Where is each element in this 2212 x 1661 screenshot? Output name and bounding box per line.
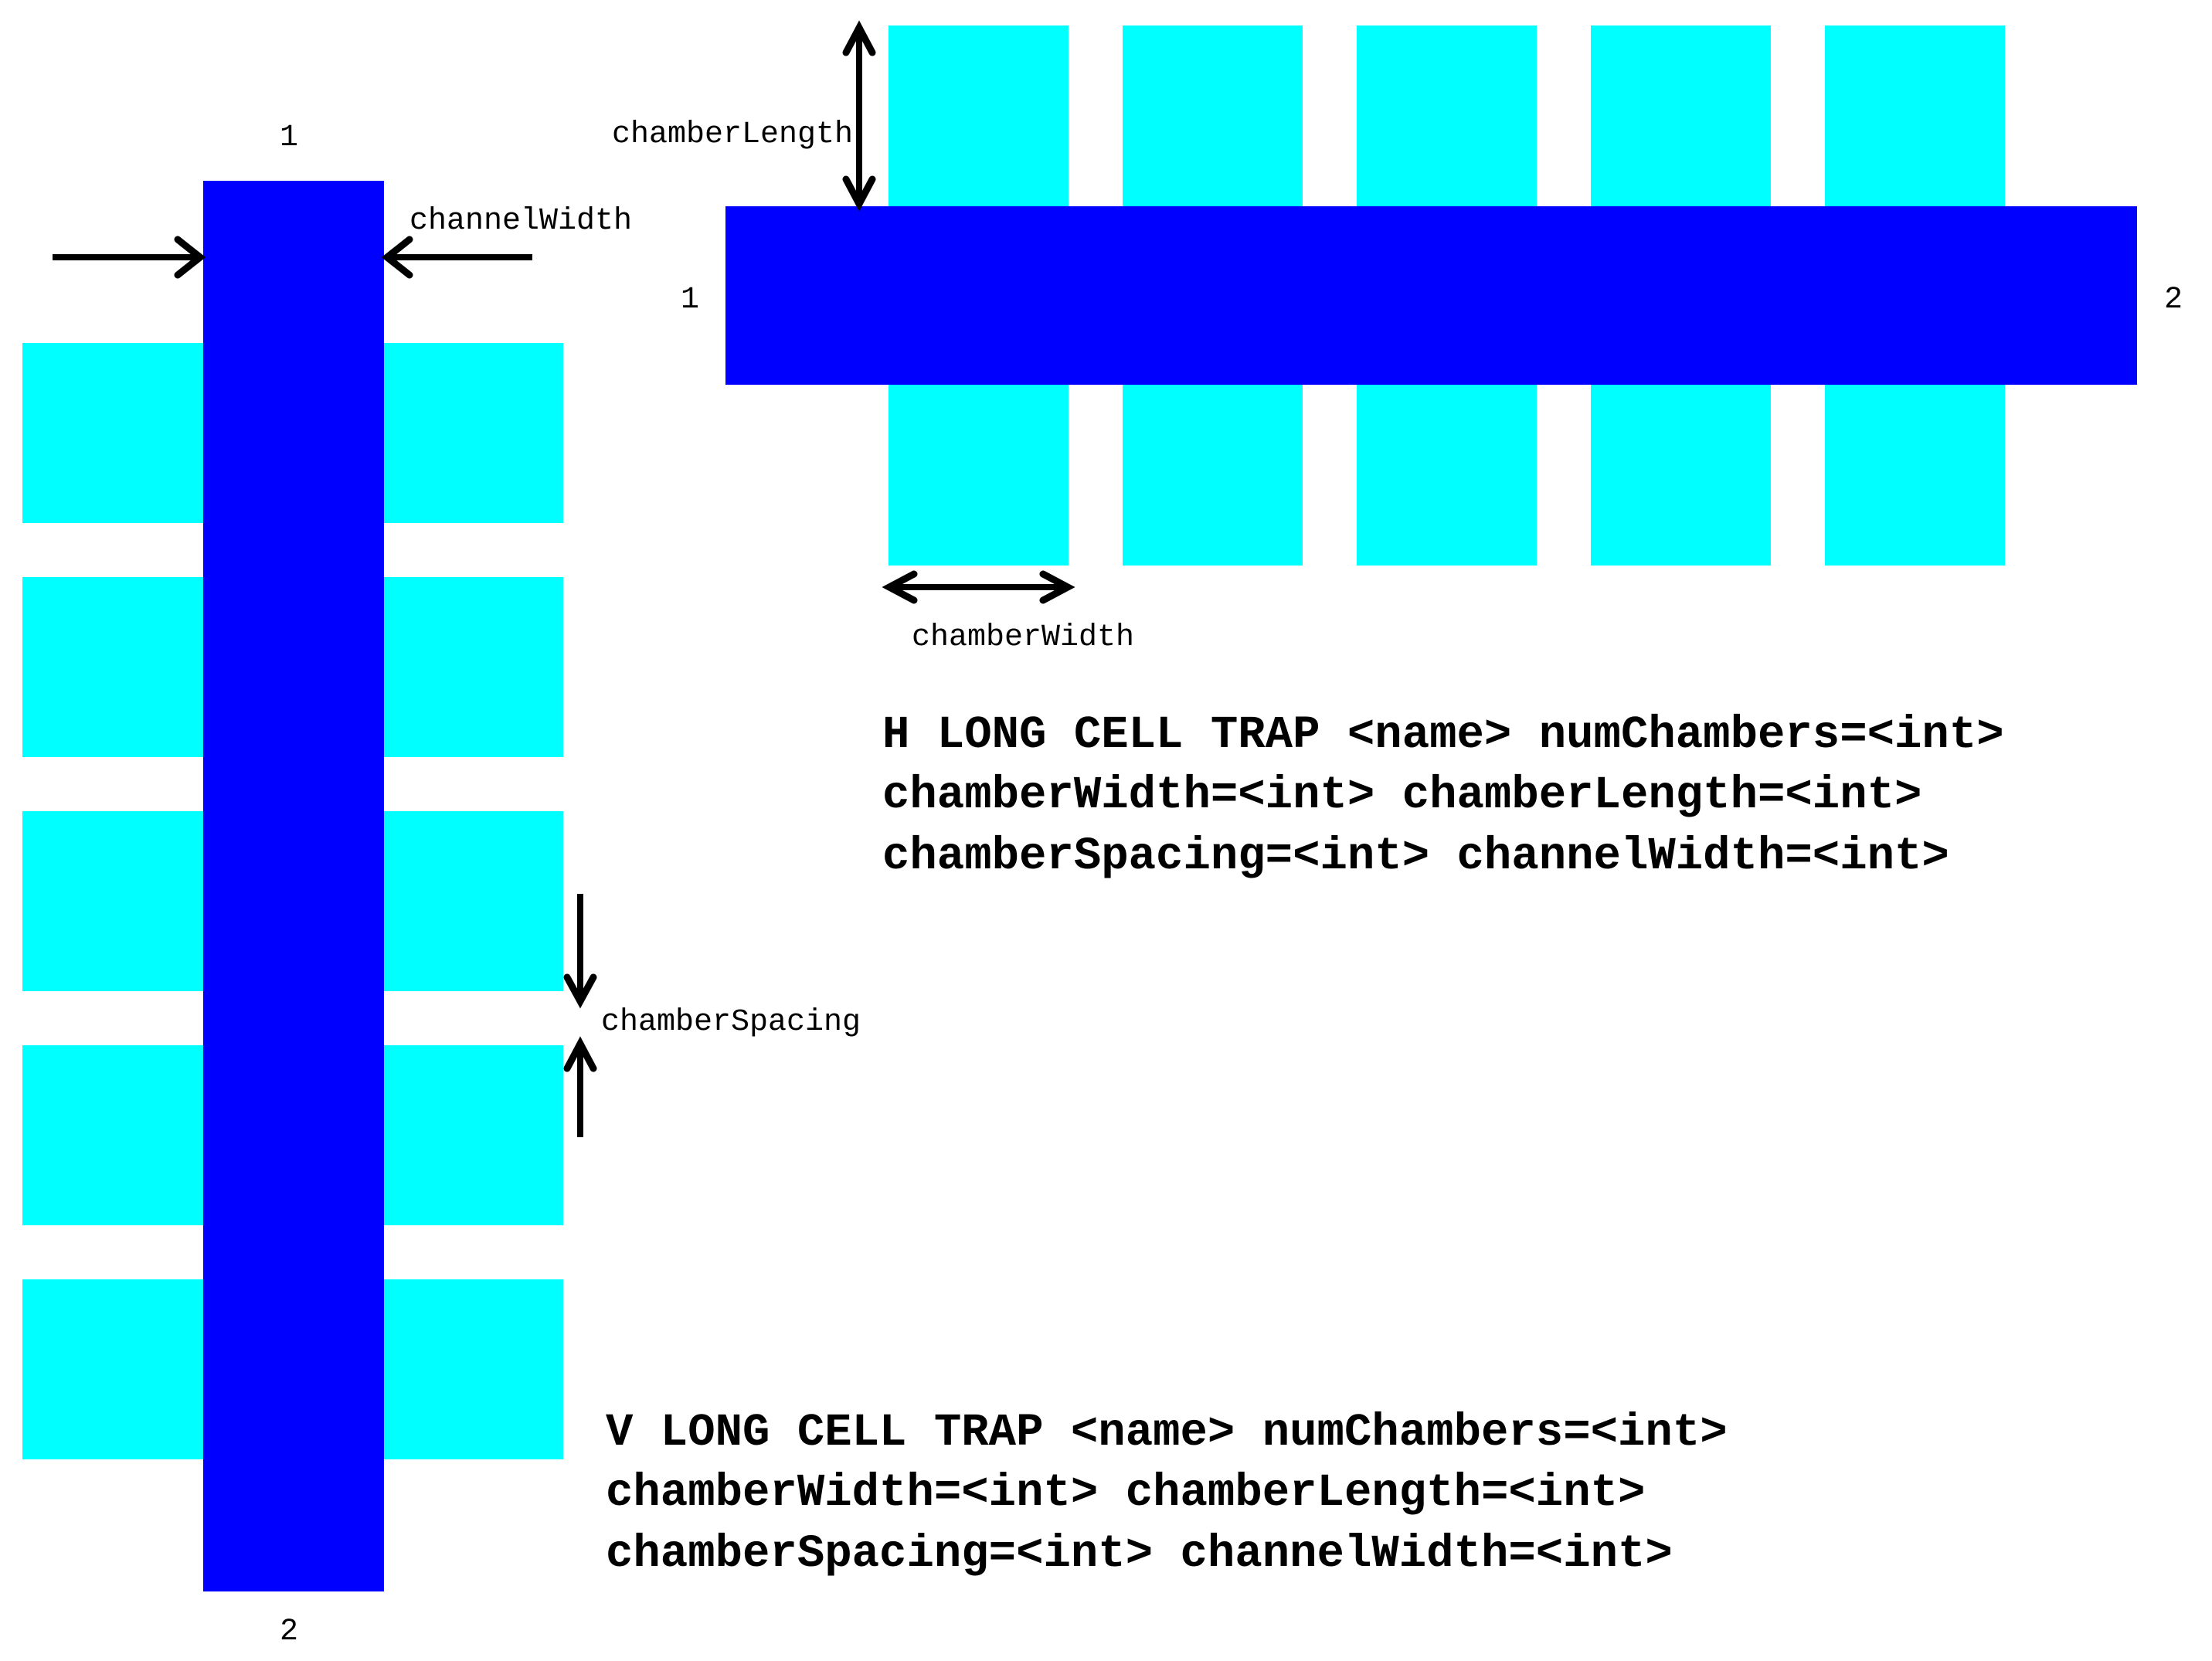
channel-width-arrow-right <box>381 236 532 279</box>
h-command-line-1: H LONG CELL TRAP <name> numChambers=<int… <box>882 709 2004 761</box>
h-command-line-2: chamberWidth=<int> chamberLength=<int> <box>882 769 1921 821</box>
h-channel <box>725 206 2137 385</box>
v-chambers <box>22 343 563 1459</box>
v-command-text: V LONG CELL TRAP <name> numChambers=<int… <box>606 1407 1728 1580</box>
h-port-left-label: 1 <box>681 283 699 318</box>
vertical-trap: 1 2 channelWidth chamberSpacing V LONG C… <box>22 121 1728 1649</box>
chamber-width-label: chamberWidth <box>912 620 1134 655</box>
chamber-spacing-arrow-up <box>563 1036 597 1137</box>
h-chamber-top <box>1591 25 1771 206</box>
h-chamber-bottom <box>1825 385 2005 566</box>
v-chamber-right <box>384 343 563 523</box>
h-chamber-bottom <box>1591 385 1771 566</box>
v-channel <box>203 181 384 1591</box>
v-chamber-right <box>384 811 563 991</box>
v-chamber-left <box>22 343 203 523</box>
h-command-line-3: chamberSpacing=<int> channelWidth=<int> <box>882 830 1949 882</box>
h-command-text: H LONG CELL TRAP <name> numChambers=<int… <box>882 709 2004 882</box>
h-chamber-bottom <box>1123 385 1303 566</box>
h-chamber-top <box>1357 25 1537 206</box>
h-chamber-bottom <box>889 385 1069 566</box>
v-chamber-right <box>384 1045 563 1225</box>
h-chamber-bottom <box>1357 385 1537 566</box>
v-chamber-left <box>22 811 203 991</box>
channel-width-label: channelWidth <box>409 204 632 239</box>
channel-width-arrow-left <box>53 236 206 279</box>
chamber-spacing-label: chamberSpacing <box>601 1005 861 1040</box>
h-chambers <box>889 25 2005 566</box>
h-chamber-top <box>1825 25 2005 206</box>
v-command-line-2: chamberWidth=<int> chamberLength=<int> <box>606 1467 1645 1519</box>
v-chamber-right <box>384 577 563 757</box>
chamber-length-arrow <box>842 20 876 212</box>
h-port-right-label: 2 <box>2164 283 2183 318</box>
v-command-line-3: chamberSpacing=<int> channelWidth=<int> <box>606 1528 1673 1580</box>
h-chamber-top <box>1123 25 1303 206</box>
v-command-line-1: V LONG CELL TRAP <name> numChambers=<int… <box>606 1407 1728 1459</box>
chamber-spacing-arrow-down <box>563 894 597 1009</box>
v-chamber-left <box>22 577 203 757</box>
v-chamber-left <box>22 1279 203 1459</box>
v-chamber-left <box>22 1045 203 1225</box>
v-port-bottom-label: 2 <box>280 1615 298 1649</box>
chamber-length-label: chamberLength <box>612 117 853 152</box>
chamber-width-arrow <box>882 570 1075 604</box>
v-chamber-right <box>384 1279 563 1459</box>
h-chamber-top <box>889 25 1069 206</box>
horizontal-trap: 1 2 chamberLength chamberWidth H LONG CE… <box>612 20 2183 882</box>
v-port-top-label: 1 <box>280 121 298 155</box>
